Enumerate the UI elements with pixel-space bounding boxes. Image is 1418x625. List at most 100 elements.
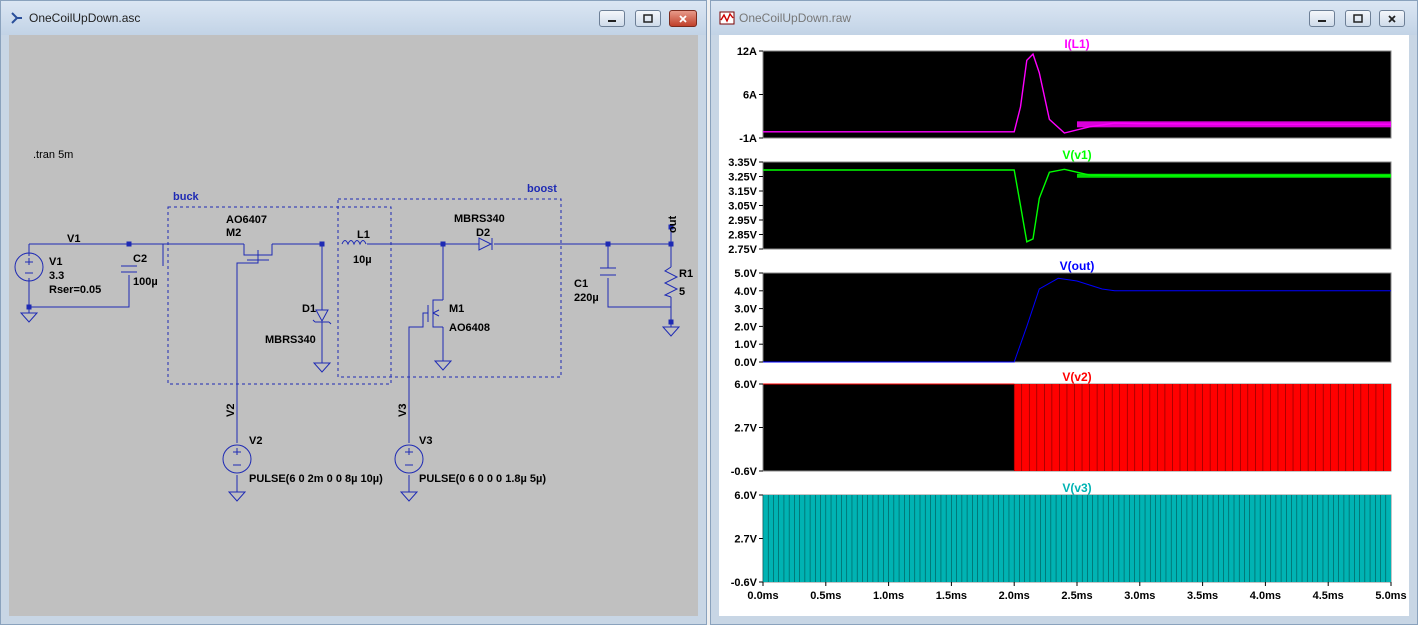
waveform-plots[interactable]: I(L1)12A6A-1AV(v1)3.35V3.25V3.15V3.05V2.… [719,35,1409,616]
close-icon [679,14,687,23]
m2-mosfet-symbol [243,244,273,261]
waveform-pane[interactable]: V(out)5.0V4.0V3.0V2.0V1.0V0.0V [734,259,1392,369]
waveform-titlebar[interactable]: OneCoilUpDown.raw [711,1,1417,35]
tran-directive[interactable]: .tran 5m [33,149,73,161]
m1-mosfet-symbol [427,299,443,328]
m1-name[interactable]: M1 [449,303,464,315]
schematic-window[interactable]: OneCoilUpDown.asc [0,0,707,625]
c2-value[interactable]: 100µ [133,276,158,288]
v3-name[interactable]: V3 [419,435,432,447]
junction-dot [605,241,611,247]
pane-background[interactable] [762,272,1392,363]
wire-m1-gate [408,312,428,443]
x-tick-label: 3.0ms [1124,590,1155,602]
pane-title[interactable]: I(L1) [1064,37,1089,51]
pane-title[interactable]: V(v2) [1062,370,1091,384]
y-tick-label: 2.0V [734,321,757,333]
waveform-pane[interactable]: V(v3)6.0V2.7V-0.6V [731,481,1392,589]
x-tick-label: 1.0ms [873,590,904,602]
m2-name[interactable]: M2 [226,227,241,239]
y-tick-label: 2.7V [734,423,757,435]
r1-name[interactable]: R1 [679,268,693,280]
v3-source-polarity [405,448,413,466]
y-tick-label: 6.0V [734,379,757,391]
close-button[interactable] [669,10,697,27]
c1-value[interactable]: 220µ [574,292,599,304]
v2-value[interactable]: PULSE(6 0 2m 0 0 8µ 10µ) [249,473,383,485]
maximize-button[interactable] [1345,10,1371,27]
ripple-band [1077,173,1391,178]
l1-name[interactable]: L1 [357,229,370,241]
schematic-canvas[interactable]: .tran 5m buck boost V1 out V2 V3 V1 3.3 … [9,35,698,616]
pane-title[interactable]: V(v3) [1062,481,1091,495]
y-tick-label: -0.6V [731,466,758,478]
minimize-button[interactable] [1309,10,1335,27]
y-tick-label: -0.6V [731,577,758,589]
maximize-icon [643,14,653,23]
v1-value[interactable]: 3.3 [49,270,64,282]
c2-name[interactable]: C2 [133,253,147,265]
net-label-v1: V1 [67,233,80,245]
y-tick-label: 3.0V [734,304,757,316]
close-button[interactable] [1379,10,1405,27]
net-label-v3: V3 [397,404,409,417]
v1-extra[interactable]: Rser=0.05 [49,284,101,296]
pane-title[interactable]: V(v1) [1062,148,1091,162]
schematic-drawing[interactable]: .tran 5m buck boost V1 out V2 V3 V1 3.3 … [9,35,698,616]
junction-dot [668,319,674,325]
schematic-titlebar[interactable]: OneCoilUpDown.asc [1,1,706,35]
v3-source-symbol [394,444,424,474]
y-tick-label: 12A [737,46,757,58]
c1-capacitor-symbol [600,267,616,276]
x-tick-label: 0.5ms [810,590,841,602]
v3-value[interactable]: PULSE(0 6 0 0 0 1.8µ 5µ) [419,473,546,485]
y-tick-label: 3.25V [728,172,757,184]
boost-box [337,198,562,378]
x-tick-label: 0.0ms [747,590,778,602]
x-tick-label: 2.5ms [1061,590,1092,602]
v1-source-polarity [25,258,33,274]
boost-label: boost [527,183,557,195]
r1-value[interactable]: 5 [679,286,685,298]
m1-model[interactable]: AO6408 [449,322,490,334]
l1-inductor-symbol [341,240,367,246]
d1-diode-symbol [312,309,332,358]
y-tick-label: 3.15V [728,186,757,198]
d1-model[interactable]: MBRS340 [265,334,316,346]
maximize-button[interactable] [635,10,661,27]
buck-label: buck [173,191,200,203]
m2-model[interactable]: AO6407 [226,214,267,226]
r1-resistor-symbol [663,266,679,298]
v2-name[interactable]: V2 [249,435,262,447]
v2-source-polarity [233,448,241,466]
y-tick-label: 3.05V [728,201,757,213]
junction-dot [126,241,132,247]
ground-symbol [227,475,247,502]
v2-source-symbol [222,444,252,474]
x-tick-label: 1.5ms [936,590,967,602]
ground-symbol [399,475,419,502]
trace-line [763,277,1391,363]
v1-name[interactable]: V1 [49,256,62,268]
c1-name[interactable]: C1 [574,278,588,290]
d1-name[interactable]: D1 [302,303,316,315]
schematic-app-icon [11,12,22,24]
junction-dot [26,304,32,310]
pane-title[interactable]: V(out) [1060,259,1095,273]
d2-name[interactable]: D2 [476,227,490,239]
waveform-pane[interactable]: V(v2) 6.0V 2.7V -0.6V [731,370,1392,478]
d2-model[interactable]: MBRS340 [454,213,505,225]
x-tick-label: 2.0ms [999,590,1030,602]
y-tick-label: 4.0V [734,286,757,298]
minimize-icon [608,19,616,22]
x-tick-label: 4.5ms [1313,590,1344,602]
y-tick-label: 6.0V [734,490,757,502]
minimize-button[interactable] [599,10,625,27]
y-tick-label: 0.0V [734,357,757,369]
l1-value[interactable]: 10µ [353,254,372,266]
waveform-window-title: OneCoilUpDown.raw [739,11,852,25]
